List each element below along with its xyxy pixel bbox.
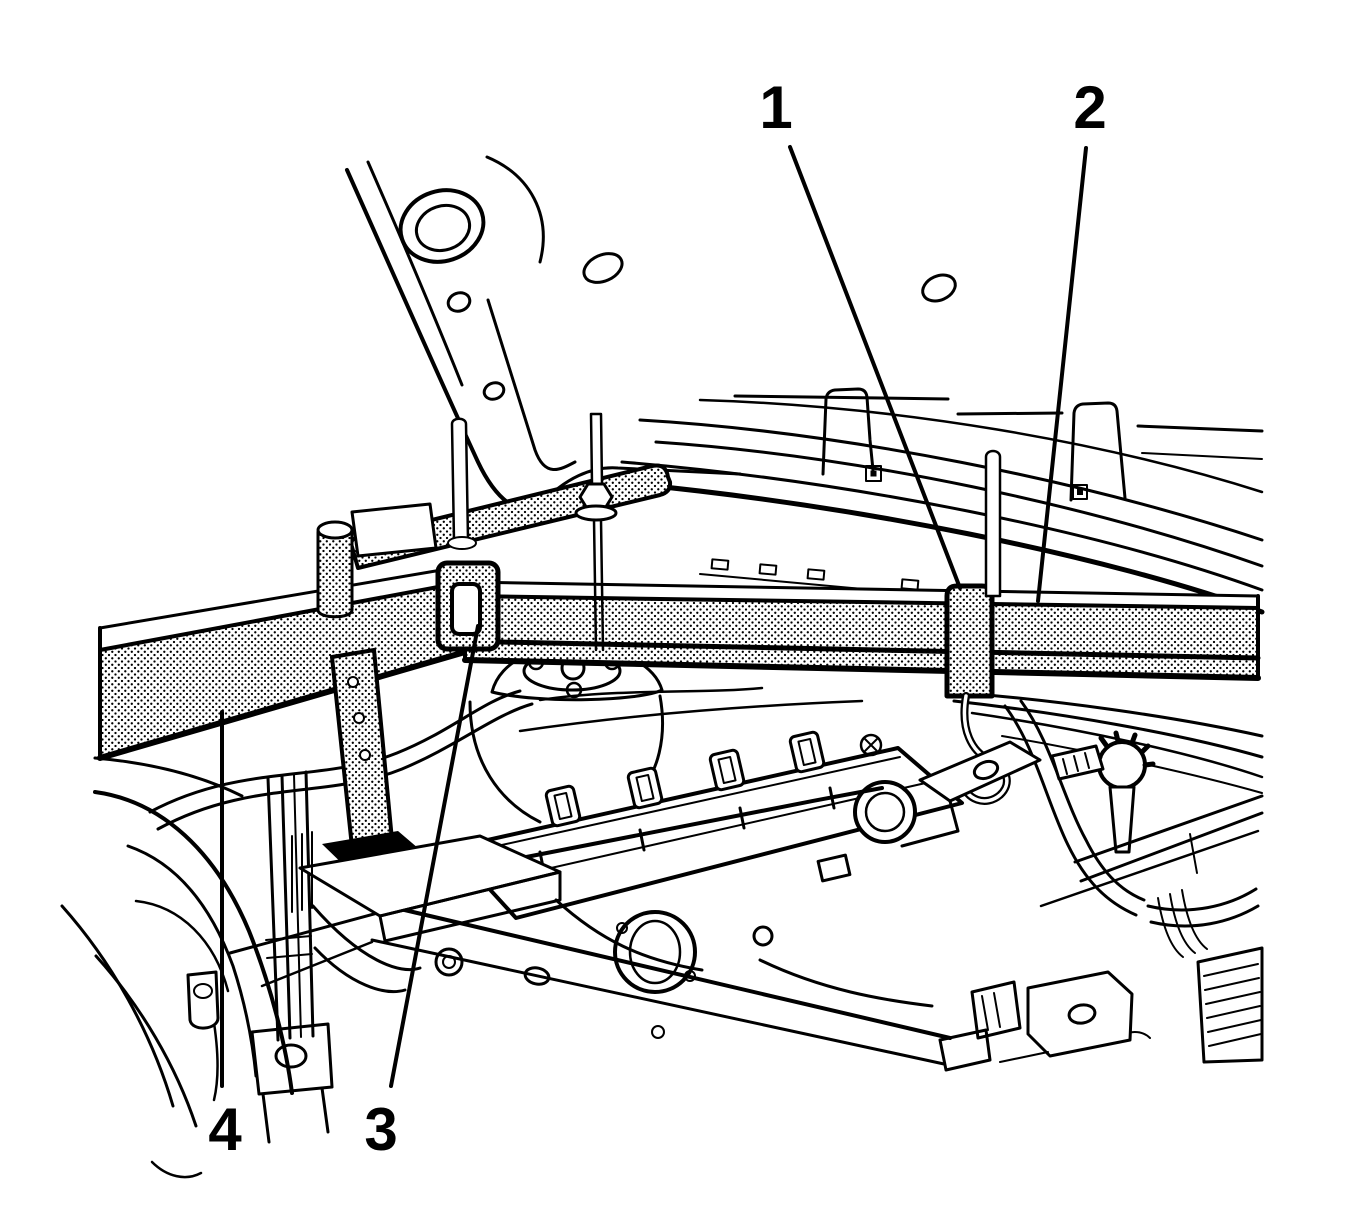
callout-1: 1 xyxy=(759,74,962,590)
callout-label-2: 2 xyxy=(1073,74,1106,141)
callout-3: 3 xyxy=(364,624,480,1163)
callout-label-3: 3 xyxy=(364,1096,397,1163)
engine-support-hook xyxy=(900,583,1042,848)
leader-line-3 xyxy=(389,624,480,1088)
beam-clamp xyxy=(435,560,501,652)
callouts: 1 2 3 4 xyxy=(208,74,1106,1163)
hood-hinge-bracket-right xyxy=(1069,401,1127,502)
callout-label-4: 4 xyxy=(208,1096,242,1163)
fixture-guide-rod-left xyxy=(447,417,477,550)
fixture-threaded-rod xyxy=(574,412,618,652)
fixture-leg xyxy=(186,648,562,1030)
hood-hinge-bracket-left xyxy=(821,387,882,482)
left-fender-and-bumper xyxy=(60,756,334,1179)
engine-assembly xyxy=(148,644,1264,1072)
fender-strut xyxy=(250,770,334,1144)
support-beam xyxy=(97,564,1261,761)
valve-cover xyxy=(450,730,964,920)
ignition-coil xyxy=(708,748,746,792)
radiator-support xyxy=(228,906,1151,1066)
ignition-coil xyxy=(626,766,664,810)
leader-line-1 xyxy=(788,145,962,590)
engine-support-fixture xyxy=(97,412,1261,1030)
fixture-post xyxy=(316,502,438,619)
connector-blocks xyxy=(938,970,1134,1072)
oil-filler-cap xyxy=(853,780,917,844)
ignition-coil xyxy=(544,784,582,828)
fixture-guide-rod-right xyxy=(984,449,1002,598)
callout-label-1: 1 xyxy=(759,74,792,141)
throttle-body xyxy=(613,910,697,994)
brake-reservoir-cap xyxy=(1091,730,1156,854)
callout-4: 4 xyxy=(208,710,242,1163)
callout-2: 2 xyxy=(1036,74,1107,603)
engine-mount-right xyxy=(859,733,1264,908)
leader-line-2 xyxy=(1036,146,1088,603)
ecm-module xyxy=(1196,946,1264,1064)
ignition-coil xyxy=(788,730,826,774)
